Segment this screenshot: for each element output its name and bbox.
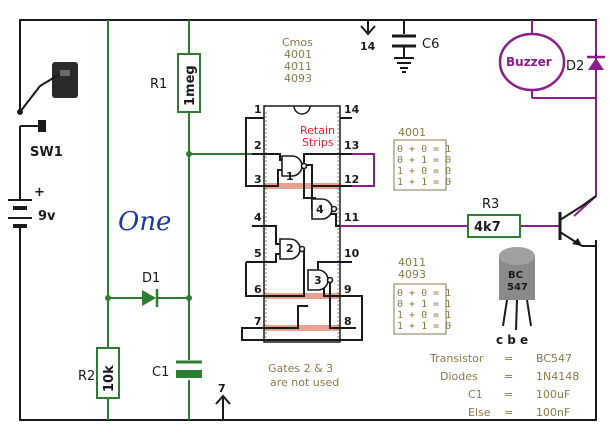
truth-table-row: 0 + 0 = 1 [397, 288, 451, 299]
transistor [558, 195, 597, 247]
truth-table-title: 4001 [398, 126, 426, 139]
pin-number: 9 [344, 283, 352, 296]
battery [8, 190, 32, 268]
part-name: Diodes [440, 370, 478, 383]
part-name: C1 [468, 388, 483, 401]
r2-label: R2 [78, 369, 95, 384]
part-value: 100uF [536, 388, 570, 401]
bc547-package: BC 547 [499, 247, 535, 331]
part-value: 1N4148 [536, 370, 579, 383]
unused-gates-note: are not used [270, 376, 339, 389]
truth-table-row: 1 + 0 = 0 [397, 166, 451, 177]
diode-d2 [587, 55, 605, 98]
truth-table-row: 0 + 0 = 1 [397, 144, 451, 155]
logic-gate-2: 2 [279, 238, 306, 260]
part-value: 100nF [536, 406, 570, 419]
pin-number: 6 [254, 283, 262, 296]
r1-value: 1meg [183, 65, 198, 106]
gate-number: 2 [286, 242, 294, 255]
pin-number: 7 [254, 315, 262, 328]
pin-number: 11 [344, 211, 359, 224]
truth-table-row: 1 + 0 = 1 [397, 310, 451, 321]
cmos-line: 4001 [284, 48, 312, 61]
battery-label: 9v [38, 209, 56, 224]
ic-left-pin-numbers: 1 2 3 4 5 6 7 [254, 103, 262, 328]
cmos-family: Cmos 4001 4011 4093 [282, 36, 313, 85]
resistor-r2 [96, 347, 120, 399]
pin-number: 1 [254, 103, 262, 116]
truth-table-title: 4093 [398, 268, 426, 281]
truth-table-4001: 4001 0 + 0 = 1 0 + 1 = 0 1 + 0 = 0 1 + 1… [393, 126, 451, 191]
r2-value: 10k [102, 365, 117, 392]
cmos-line: 4011 [284, 60, 312, 73]
gate-number: 3 [314, 274, 322, 287]
part-separator: = [504, 406, 513, 419]
truth-table-row: 0 + 1 = 1 [397, 299, 451, 310]
node-arrow-top [360, 25, 376, 36]
node-top-label: 14 [360, 40, 376, 53]
truth-table-4011: 4011 4093 0 + 0 = 1 0 + 1 = 1 1 + 0 = 1 … [393, 256, 451, 335]
part-separator: = [504, 388, 513, 401]
bc547-leads-label: c b e [496, 333, 528, 347]
pin-number: 13 [344, 139, 359, 152]
c6-label: C6 [422, 37, 439, 52]
node-arrow-bottom [215, 394, 231, 420]
bc547-marking: 547 [507, 282, 528, 293]
d2-label: D2 [566, 59, 584, 74]
pin-number: 14 [344, 103, 360, 116]
part-separator: = [504, 352, 513, 365]
junction-dot [186, 151, 192, 157]
resistor-r1 [177, 53, 201, 113]
logic-gate-3: 3 [307, 269, 334, 291]
sw1-label: SW1 [30, 145, 63, 160]
d1-label: D1 [142, 271, 160, 286]
unused-gates-note: Gates 2 & 3 [268, 362, 333, 375]
pin-number: 8 [344, 315, 352, 328]
pin-number: 4 [254, 211, 262, 224]
junction-dot [186, 295, 192, 301]
capacitor-c1 [176, 360, 202, 378]
c1-label: C1 [152, 365, 169, 380]
part-separator: = [504, 370, 513, 383]
cmos-line: 4093 [284, 72, 312, 85]
retain-strips-label: Retain [300, 124, 335, 137]
part-name: Else [468, 406, 491, 419]
parts-list: Transistor = BC547 Diodes = 1N4148 C1 = … [429, 352, 579, 419]
r3-label: R3 [482, 197, 499, 212]
battery-plus-label: + [34, 185, 45, 200]
truth-table-row: 1 + 1 = 0 [397, 177, 451, 188]
buzzer: Buzzer [498, 32, 566, 92]
negative-rail [19, 240, 597, 421]
capacitor-c6 [392, 34, 416, 73]
part-value: BC547 [536, 352, 572, 365]
resistor-r3 [467, 214, 521, 238]
truth-table-row: 0 + 1 = 0 [397, 155, 451, 166]
cmos-line: Cmos [282, 36, 313, 49]
bc547-marking: BC [508, 270, 523, 281]
r3-value: 4k7 [474, 220, 501, 235]
ic-right-pin-numbers: 14 13 12 11 10 9 8 [344, 103, 360, 328]
switch-sw1 [17, 62, 78, 190]
pin-number: 2 [254, 139, 262, 152]
part-name: Transistor [429, 352, 484, 365]
r1-label: R1 [150, 77, 167, 92]
gate-number: 1 [286, 170, 294, 183]
junction-dot [105, 295, 111, 301]
logic-gate-1: 1 [281, 155, 308, 183]
logic-gate-4: 4 [311, 198, 338, 220]
truth-table-title: 4011 [398, 256, 426, 269]
diode-d1 [142, 289, 159, 307]
pin-number: 10 [344, 247, 360, 260]
truth-table-row: 1 + 1 = 0 [397, 321, 451, 332]
pin-number: 5 [254, 247, 262, 260]
node-bottom-label: 7 [218, 382, 226, 395]
pin-number: 3 [254, 173, 262, 186]
gate-number: 4 [316, 203, 324, 216]
buzzer-label: Buzzer [506, 55, 552, 69]
one-label: One [118, 207, 171, 237]
retain-strips-label: Strips [302, 136, 334, 149]
pin-number: 12 [344, 173, 359, 186]
